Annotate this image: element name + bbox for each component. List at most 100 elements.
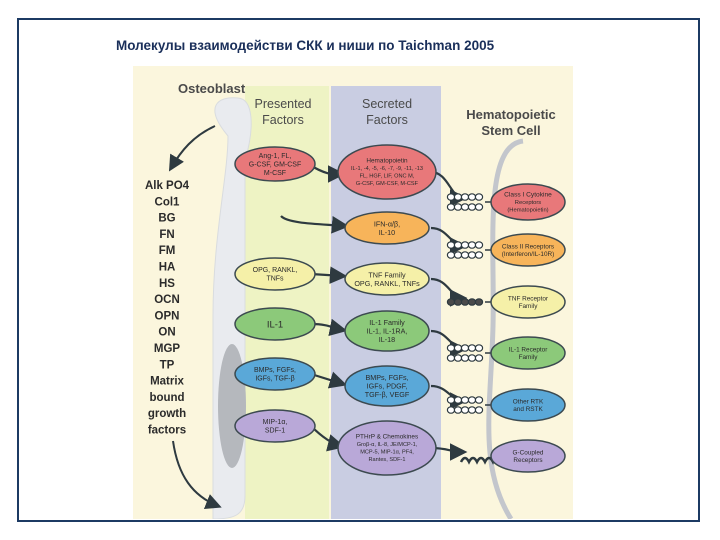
secreted-factor-2-text: TNF Family [368, 270, 406, 279]
receptor-bead [446, 298, 456, 306]
receptor-bead [460, 241, 470, 249]
receptor-5-shape [490, 439, 566, 473]
secreted-factor-0-text: FL, HGF, LIF, ONC M, [360, 174, 415, 180]
receptor-3-shape [490, 336, 566, 370]
receptor-bead [474, 298, 484, 306]
receptor-bead [446, 251, 456, 259]
receptor-icon-0 [446, 193, 493, 211]
receptor-bead [460, 193, 470, 201]
secreted-factor-3-shape [344, 310, 430, 352]
receptor-bead [453, 241, 463, 249]
presented-factor-3-text: IGFs, TGF-β [255, 376, 294, 383]
receptor-icon-1 [446, 241, 493, 259]
arrow-to-matrix-top [168, 125, 216, 172]
matrix-factor: Matrix [150, 376, 184, 388]
receptor-2-text: Family [519, 303, 539, 310]
receptor-bead [453, 298, 463, 306]
receptor-0-text: (Hematopoietin) [507, 208, 548, 214]
receptor-1: Class II Receptors(Interferon/IL-10R) [490, 233, 566, 267]
secreted-factor-0-shape [337, 144, 437, 200]
presented-factor-3-shape [234, 357, 316, 391]
receptor-2-shape [490, 285, 566, 319]
secreted-factor-3-text: IL-1 Family [369, 318, 405, 327]
receptor-bead [453, 354, 463, 362]
secreted-factor-5-text: Groβ-α, IL-8, JE/MCP-1, [357, 442, 418, 448]
receptor-bead [453, 396, 463, 404]
arrow-presented-1 [280, 215, 350, 234]
secreted-header-line1: Secreted [362, 97, 412, 111]
secreted-factor-2-shape [344, 262, 430, 296]
receptor-bead [446, 396, 456, 404]
presented-factor-2: IL-1 [234, 307, 316, 341]
secreted-factor-1-text: IL-10 [379, 228, 395, 237]
secreted-factor-0-text: Hematopoietin [366, 158, 408, 165]
matrix-factor: OCN [154, 294, 180, 306]
secreted-factor-4: BMPs, FGFs,IGFs, PDGF,TGF-β, VEGF [344, 365, 430, 407]
receptor-bead [453, 344, 463, 352]
presented-factor-4: MIP-1α, SDF-1 [234, 409, 316, 443]
receptor-bead [453, 251, 463, 259]
hsc-membrane [486, 138, 524, 519]
receptor-4-text: and RSTK [513, 406, 543, 413]
secreted-factor-4-text: BMPs, FGFs, [365, 373, 408, 382]
matrix-factor: OPN [155, 310, 180, 322]
presented-factor-1: OPG, RANKL,TNFs [234, 257, 316, 291]
receptor-bead [453, 193, 463, 201]
receptor-bead [467, 298, 477, 306]
arrow-presented-2 [310, 266, 348, 284]
matrix-factor: BG [158, 213, 175, 225]
secreted-factor-5-shape [337, 420, 437, 476]
receptor-bead [446, 406, 456, 414]
presented-factor-1-text: OPG, RANKL, [253, 267, 298, 274]
receptor-bead [460, 344, 470, 352]
receptor-0-text: Receptors [515, 200, 542, 206]
presented-factor-0-text: Ang-1, FL, [259, 153, 292, 160]
secreted-factor-1: IFN-α/β,IL-10 [344, 211, 430, 245]
secreted-factor-1-text: IFN-α/β, [374, 219, 400, 228]
receptor-bead [474, 354, 484, 362]
hsc-header-line1: Hematopoietic [466, 107, 556, 122]
receptor-bead [460, 354, 470, 362]
receptor-bead [467, 396, 477, 404]
receptor-bead [474, 203, 484, 211]
receptor-bead [453, 406, 463, 414]
secreted-factor-4-text: TGF-β, VEGF [365, 390, 410, 399]
receptor-bead [474, 251, 484, 259]
receptor-0-shape [490, 183, 566, 221]
secreted-factor-2-text: OPG, RANKL, TNFs [354, 279, 420, 288]
receptor-bead [474, 344, 484, 352]
secreted-factor-0-text: IL-1, -4, -5, -6, -7, -9, -11, -13 [351, 166, 423, 172]
secreted-factor-3-text: IL-18 [379, 335, 395, 344]
receptor-2-text: TNF Receptor [508, 295, 549, 302]
secreted-header-line2: Factors [366, 113, 408, 127]
hsc-membrane-line [486, 138, 524, 519]
receptor-bead [474, 396, 484, 404]
receptor-bead [467, 354, 477, 362]
matrix-factor: ON [158, 327, 175, 339]
presented-factor-4-text: SDF-1 [265, 428, 285, 435]
niche-diagram: Osteoblast Presented Factors Secreted Fa… [133, 66, 573, 519]
matrix-factor: HA [159, 262, 176, 274]
arrow-secreted-2 [430, 277, 468, 307]
presented-factor-4-text: MIP-1α, [263, 419, 288, 426]
receptor-bead [446, 241, 456, 249]
slide-title: Молекулы взаимодействи СКК и ниши по Tai… [116, 38, 495, 53]
matrix-factor: factors [148, 425, 186, 437]
presented-factor-0-text: G-CSF, GM-CSF [249, 161, 302, 168]
receptor-bead [446, 203, 456, 211]
osteoblast-nucleus [218, 344, 246, 468]
receptor-bead [467, 406, 477, 414]
receptor-0-text: Class I Cytokine [504, 191, 552, 198]
receptor-icons [446, 193, 511, 465]
secreted-factor-5-text: Rantes, SDF-1 [369, 457, 406, 463]
arrow-to-matrix-bottom [172, 440, 222, 509]
receptor-bead [474, 241, 484, 249]
